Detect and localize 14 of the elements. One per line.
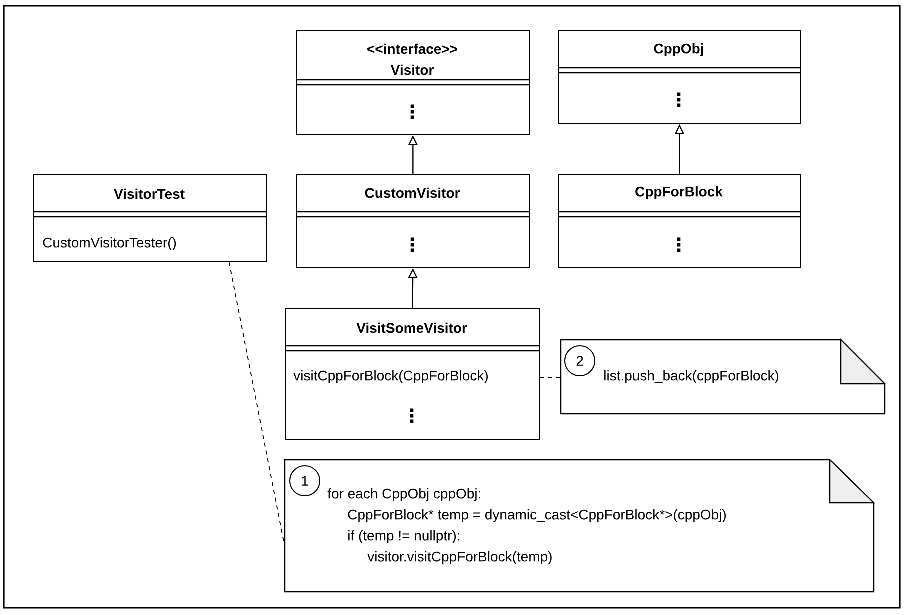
class-box: <<interface>> Visitor ⋮ bbox=[296, 30, 530, 136]
code-text: list.push_back(cppForBlock) bbox=[604, 370, 779, 384]
connector-line bbox=[228, 262, 286, 548]
connector-line bbox=[540, 377, 562, 378]
node-label: for each CppObj cppObj: bbox=[328, 488, 480, 502]
class-box: VisitSomeVisitor visitCppForBlock(CppForBlock) ⋮ bbox=[285, 308, 540, 440]
class-box: VisitorTest CustomVisitorTester() bbox=[33, 174, 268, 262]
code-text: for each CppObj cppObj: CppForBlock* temp = dynamic_cast<CppForBlock*>(cppObj) if (temp != nullptr): visitor.visitCppForBlock(temp) bbox=[328, 488, 726, 565]
node-label: visitor.visitCppForBlock(temp) bbox=[368, 551, 552, 565]
node-label: if (temp != nullptr): bbox=[348, 530, 460, 544]
class-box: CppObj ⋮ bbox=[558, 30, 802, 124]
node-label: CppForBlock* temp = dynamic_cast<CppForBlock*>(cppObj) bbox=[348, 509, 726, 523]
class-box: CppForBlock ⋮ bbox=[558, 174, 802, 268]
class-box: CustomVisitor ⋮ bbox=[296, 174, 530, 268]
